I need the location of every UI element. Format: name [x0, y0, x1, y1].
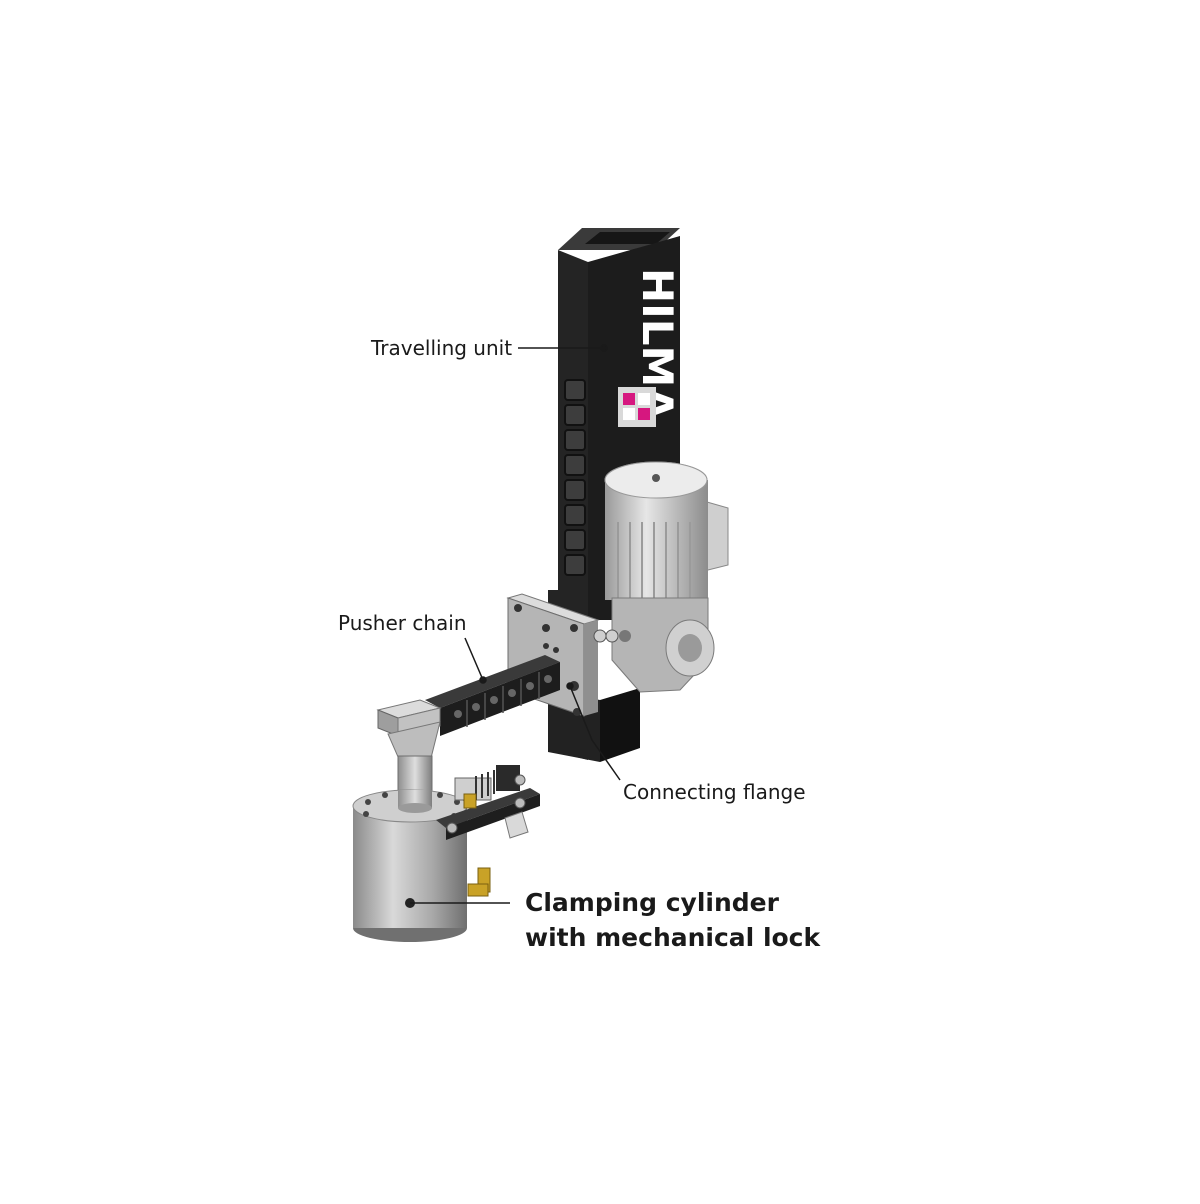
- label-clamping-line1: Clamping cylinder: [525, 888, 779, 917]
- label-travelling-unit: Travelling unit: [371, 336, 513, 360]
- leader-connecting-flange: [569, 685, 621, 781]
- drive-motor: [604, 461, 729, 693]
- hilma-logo-icon: [618, 387, 656, 427]
- label-pusher-chain: Pusher chain: [338, 611, 467, 635]
- pusher-chain: [425, 655, 560, 736]
- clamping-head: [376, 699, 442, 817]
- label-clamping-line2: with mechanical lock: [525, 923, 821, 952]
- label-connecting-flange: Connecting flange: [623, 780, 806, 804]
- label-clamping-cylinder: Clamping cylinder with mechanical lock: [525, 885, 820, 955]
- leader-lines: [410, 344, 621, 904]
- clamping-cylinder: [352, 789, 468, 942]
- mechanical-lock: [436, 765, 540, 897]
- leader-pusher-chain: [464, 637, 484, 681]
